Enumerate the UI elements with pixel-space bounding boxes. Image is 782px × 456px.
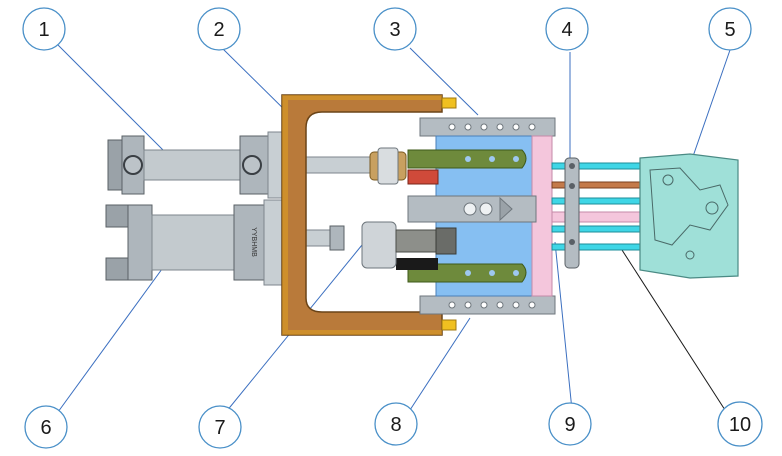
- callout-number: 7: [214, 417, 225, 439]
- callout-6: 6: [24, 405, 68, 449]
- callout-5: 5: [708, 7, 752, 51]
- callout-number: 6: [40, 417, 51, 439]
- callout-9: 9: [548, 402, 592, 446]
- callout-3: 3: [373, 7, 417, 51]
- leader-line-6: [57, 257, 171, 413]
- rod-couplings: [361, 147, 457, 269]
- callout-4: 4: [545, 7, 589, 51]
- callout-number: 2: [213, 19, 224, 41]
- leader-line-1: [57, 44, 176, 163]
- leader-line-10: [621, 249, 726, 411]
- callout-number: 5: [724, 19, 735, 41]
- guide-rails: [419, 117, 556, 315]
- callout-number: 3: [389, 19, 400, 41]
- callout-7: 7: [198, 405, 242, 449]
- callout-10: 10: [717, 401, 763, 447]
- ejector-rods: [551, 157, 641, 269]
- callout-2: 2: [197, 7, 241, 51]
- cylinder-6: YYBHMB: [105, 199, 283, 286]
- cylinder-rods: [299, 156, 381, 251]
- leader-line-3: [409, 47, 479, 116]
- leader-line-9: [554, 241, 573, 411]
- mold-part-5: [639, 153, 739, 279]
- callout-number: 1: [38, 19, 49, 41]
- callouts: 1 2 3 4 5 6 7 8: [22, 7, 763, 449]
- callout-number: 8: [390, 414, 401, 436]
- u-frame-2: [281, 94, 457, 336]
- cylinder-label: YYBHMB: [250, 227, 257, 257]
- leader-line-5: [689, 49, 731, 166]
- center-slider: [407, 195, 537, 223]
- leader-line-8: [409, 317, 471, 411]
- callout-number: 9: [564, 414, 575, 436]
- callout-1: 1: [22, 7, 66, 51]
- callout-number: 4: [561, 19, 572, 41]
- green-bars: [396, 149, 527, 283]
- callout-number: 10: [729, 414, 751, 436]
- callout-8: 8: [374, 402, 418, 446]
- cylinder-1: [107, 131, 283, 199]
